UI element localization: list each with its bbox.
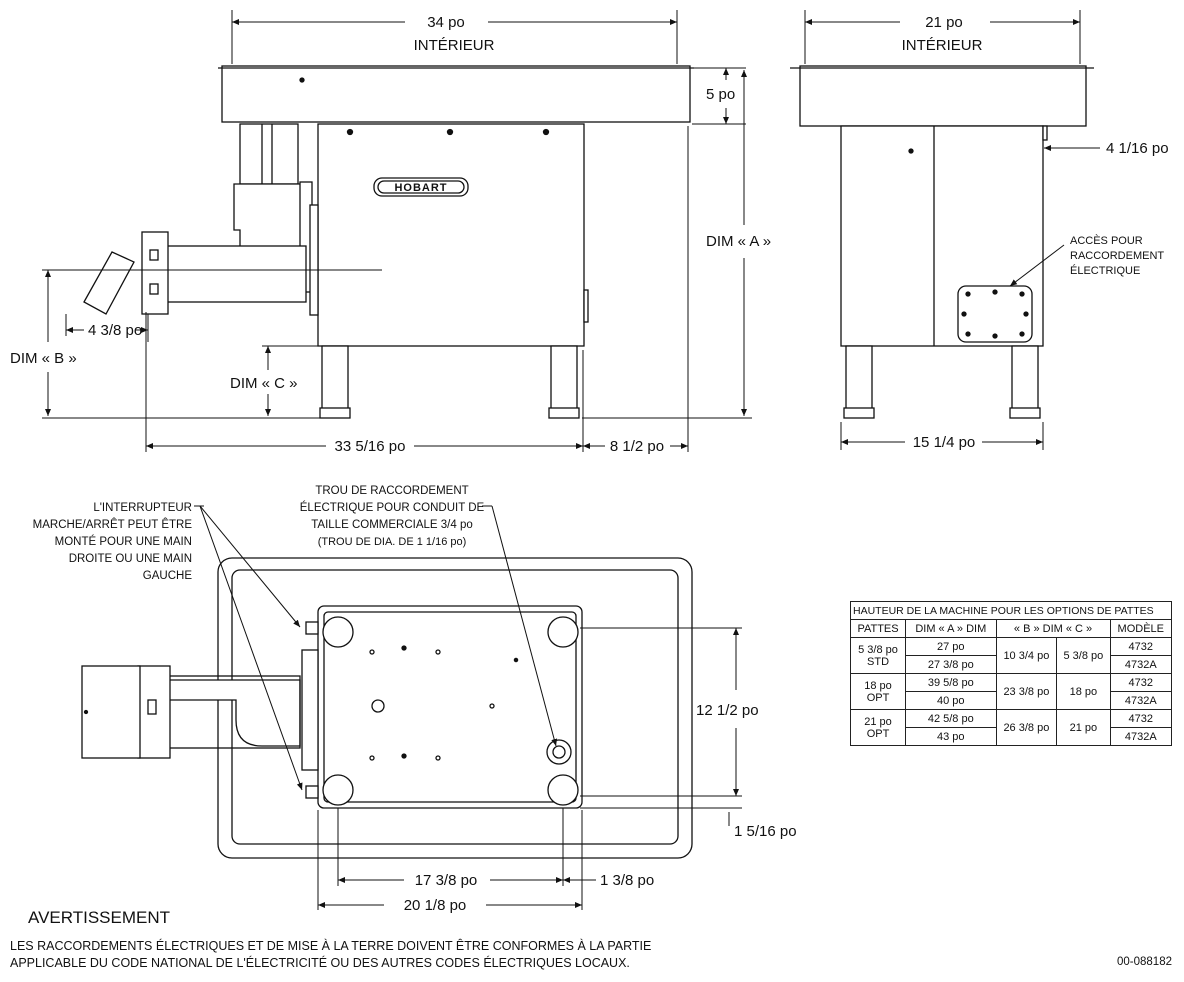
dim-b-cell: 23 3/8 po: [995, 673, 1058, 710]
switch-note-line1: L'INTERRUPTEUR: [93, 502, 192, 514]
dim-head-offset: 4 3/8 po: [88, 322, 142, 339]
dim-a-cell: 40 po: [905, 691, 997, 710]
front-pan: [221, 65, 691, 123]
conduit-note-line3: TAILLE COMMERCIALE 3/4 po: [311, 519, 472, 531]
top-foot: [322, 616, 354, 648]
leg-options-table: HAUTEUR DE LA MACHINE POUR LES OPTIONS D…: [849, 601, 1173, 746]
dim-front-width: 34 po: [427, 14, 465, 31]
brand-logo: HOBART: [394, 182, 447, 194]
model-cell: 4732A: [1109, 727, 1173, 746]
dim-top-base-width: 20 1/8 po: [404, 897, 467, 914]
dim-side-width: 21 po: [925, 14, 963, 31]
grinder-head-ring: [141, 231, 169, 315]
side-access-note-line3: ÉLECTRIQUE: [1070, 264, 1140, 277]
dim-side-rear-offset: 4 1/16 po: [1106, 140, 1169, 157]
dim-base-length: 33 5/16 po: [335, 438, 406, 455]
model-cell: 4732: [1109, 709, 1173, 728]
side-pan: [799, 65, 1087, 127]
header-cell: PATTES: [849, 619, 907, 638]
dim-feet-span: 17 3/8 po: [415, 872, 478, 889]
dim-side-base-width: 15 1/4 po: [913, 434, 976, 451]
top-foot: [547, 616, 579, 648]
dim-c-cell: 5 3/8 po: [1056, 637, 1111, 674]
dim-a-cell: 27 po: [905, 637, 997, 656]
switch-note-line5: GAUCHE: [143, 570, 193, 582]
document-number: 00-088182: [1117, 956, 1172, 968]
top-grinder-outlet: [81, 665, 141, 759]
dim-front-offset: 1 5/16 po: [734, 823, 797, 840]
front-dimensions: [42, 10, 752, 452]
leg-options-grid: HAUTEUR DE LA MACHINE POUR LES OPTIONS D…: [849, 601, 1173, 746]
front-body: [317, 123, 585, 347]
top-view: [81, 557, 693, 859]
model-cell: 4732A: [1109, 655, 1173, 674]
header-cell: DIM « A » DIM: [905, 619, 997, 638]
dim-base-rear: 8 1/2 po: [610, 438, 664, 455]
side-dimensions: [804, 10, 1100, 450]
conduit-note-line4: (TROU DE DIA. DE 1 1/16 po): [318, 536, 467, 548]
switch-note-line4: DROITE OU UNE MAIN: [69, 553, 192, 565]
dim-b-cell: 10 3/4 po: [995, 637, 1058, 674]
side-access-note-line1: ACCÈS POUR: [1070, 234, 1143, 247]
model-cell: 4732A: [1109, 691, 1173, 710]
dim-c-cell: 18 po: [1056, 673, 1111, 710]
dim-front-interior-label: INTÉRIEUR: [414, 37, 495, 54]
dim-b-label: DIM « B »: [10, 350, 77, 367]
dim-a-cell: 39 5/8 po: [905, 673, 997, 692]
warning-line: APPLICABLE DU CODE NATIONAL DE L'ÉLECTRI…: [10, 956, 630, 970]
table-title: HAUTEUR DE LA MACHINE POUR LES OPTIONS D…: [850, 601, 1172, 620]
side-access-panel: [957, 285, 1033, 343]
dim-feet-offset: 1 3/8 po: [600, 872, 654, 889]
top-dimensions: [194, 505, 742, 910]
switch-note-line3: MONTÉ POUR UNE MAIN: [55, 535, 192, 548]
dim-c-label: DIM « C »: [230, 375, 298, 392]
top-foot: [547, 774, 579, 806]
front-leg-right: [550, 345, 578, 411]
table-header-row: PATTES DIM « A » DIM « B » DIM « C » MOD…: [849, 619, 1173, 638]
top-foot: [322, 774, 354, 806]
front-leg-left: [321, 345, 349, 411]
dim-a-cell: 43 po: [905, 727, 997, 746]
header-cell: « B » DIM « C »: [995, 619, 1111, 638]
table-row: 43 po 4732A: [851, 727, 1173, 746]
conduit-note-line1: TROU DE RACCORDEMENT: [315, 485, 468, 497]
model-cell: 4732: [1109, 637, 1173, 656]
warning-title: AVERTISSEMENT: [28, 908, 171, 927]
warning-line: LES RACCORDEMENTS ÉLECTRIQUES ET DE MISE…: [10, 939, 652, 953]
side-view: [790, 65, 1094, 419]
dim-pan-depth: 5 po: [706, 86, 735, 103]
side-leg-left: [845, 345, 873, 411]
side-access-note-line2: RACCORDEMENT: [1070, 250, 1164, 262]
conduit-note-line2: ÉLECTRIQUE POUR CONDUIT DE: [300, 501, 485, 514]
warning-text: LES RACCORDEMENTS ÉLECTRIQUES ET DE MISE…: [10, 938, 770, 972]
front-view: [42, 65, 694, 419]
dim-feet-depth: 12 1/2 po: [696, 702, 759, 719]
dim-side-interior-label: INTÉRIEUR: [902, 37, 983, 54]
dim-b-cell: 26 3/8 po: [995, 709, 1058, 746]
dim-c-cell: 21 po: [1056, 709, 1111, 746]
switch-note-line2: MARCHE/ARRÊT PEUT ÊTRE: [33, 518, 193, 531]
dim-a-cell: 42 5/8 po: [905, 709, 997, 728]
model-cell: 4732: [1109, 673, 1173, 692]
dim-a-cell: 27 3/8 po: [905, 655, 997, 674]
side-leg-right: [1011, 345, 1039, 411]
dim-a-label: DIM « A »: [706, 233, 771, 250]
header-cell: MODÈLE: [1109, 619, 1173, 638]
